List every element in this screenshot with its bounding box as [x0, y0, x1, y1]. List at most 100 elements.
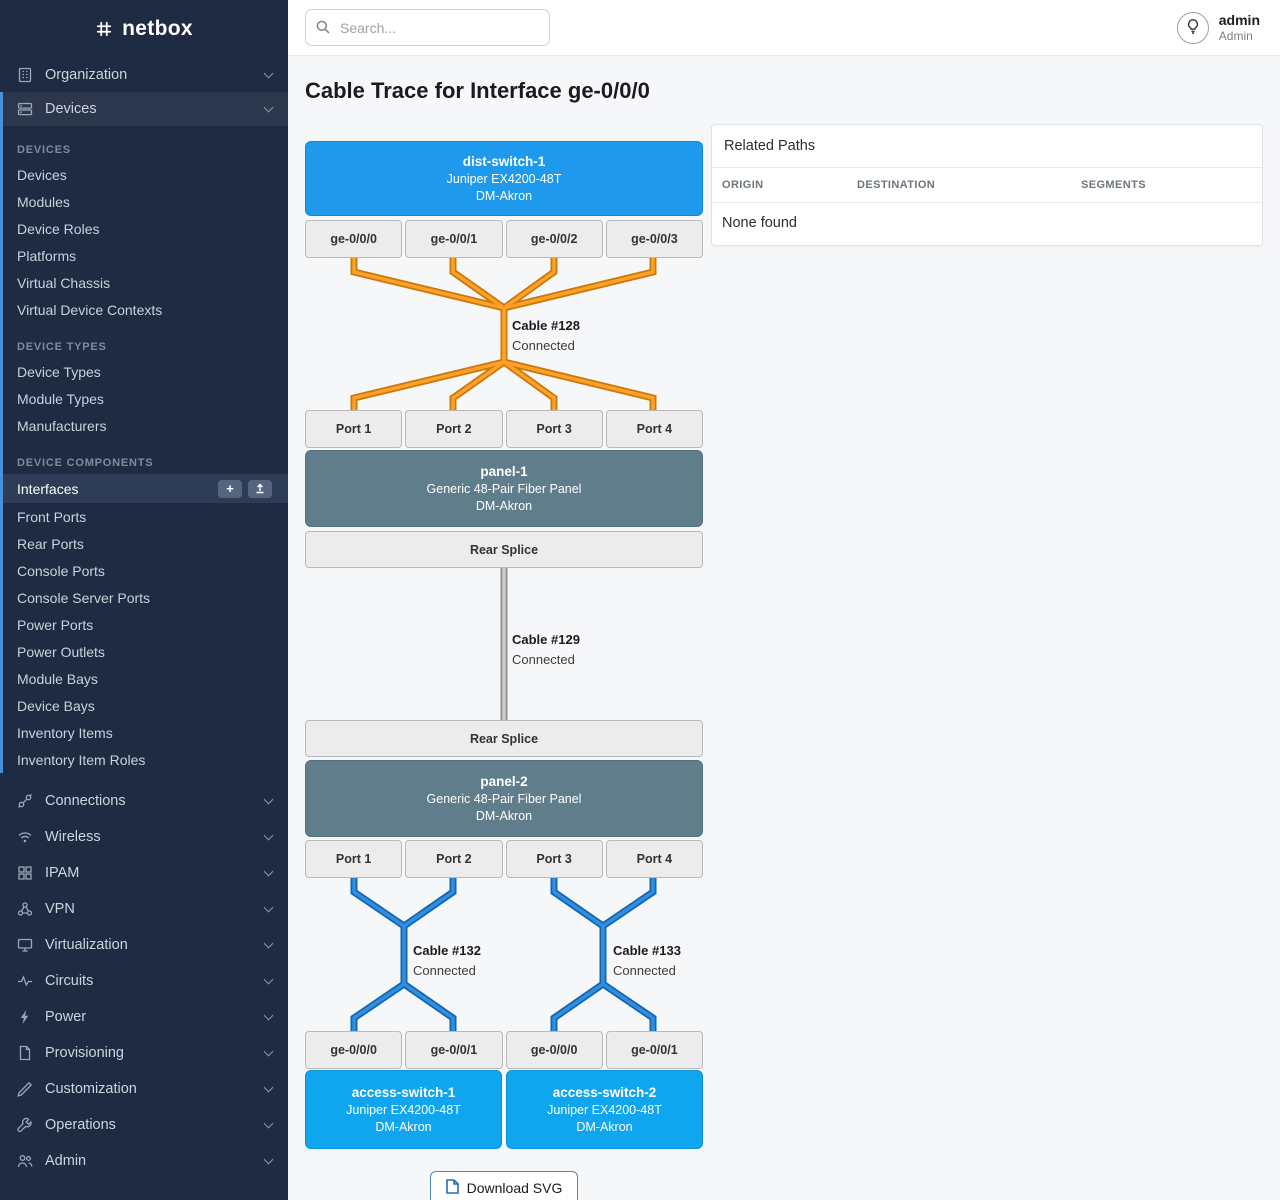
panel2-port-4[interactable]: Port 4 — [605, 840, 703, 878]
rear-splice-2[interactable]: Rear Splice — [305, 720, 703, 757]
interface-ge-0-0-2[interactable]: ge-0/0/2 — [505, 220, 603, 258]
download-svg-button[interactable]: Download SVG — [429, 1171, 579, 1200]
device-model: Juniper EX4200-48T — [346, 1103, 461, 1117]
cable-link[interactable]: Cable #133 — [613, 943, 681, 958]
related-paths-card: Related Paths ORIGIN DESTINATION SEGMENT… — [711, 124, 1263, 246]
interface-ge-0-0-0[interactable]: ge-0/0/0 — [305, 220, 403, 258]
sidebar-item-device-roles[interactable]: Device Roles — [17, 220, 100, 237]
panel1-port-2[interactable]: Port 2 — [405, 410, 503, 448]
sidebar-item-module-bays[interactable]: Module Bays — [17, 670, 98, 687]
chevron-down-icon — [263, 794, 274, 805]
cable-status: Connected — [512, 652, 575, 667]
cable-129-label: Cable #129 Connected — [512, 630, 580, 670]
sidebar-item-inventory-item-roles[interactable]: Inventory Item Roles — [17, 751, 146, 768]
panel1-port-1[interactable]: Port 1 — [305, 410, 403, 448]
access1-interface-ge-0-0-0[interactable]: ge-0/0/0 — [305, 1031, 403, 1069]
pulse-icon — [16, 972, 34, 990]
sidebar-item-device-types[interactable]: Device Types — [17, 363, 101, 380]
sidebar-item-power-ports[interactable]: Power Ports — [17, 616, 94, 633]
rear-splice-1[interactable]: Rear Splice — [305, 531, 703, 568]
app-logo[interactable]: netbox — [0, 0, 288, 58]
device-model: Generic 48-Pair Fiber Panel — [426, 792, 582, 806]
interface-ge-0-0-3[interactable]: ge-0/0/3 — [605, 220, 703, 258]
sidebar-item-inventory-items[interactable]: Inventory Items — [17, 724, 113, 741]
sidebar-group-vpn[interactable]: VPN — [0, 891, 288, 927]
download-svg-label: Download SVG — [466, 1180, 563, 1196]
sidebar-group-power[interactable]: Power — [0, 999, 288, 1035]
sidebar-item-virtual-chassis[interactable]: Virtual Chassis — [17, 274, 111, 291]
sidebar-item-front-ports[interactable]: Front Ports — [17, 508, 87, 525]
device-site: DM-Akron — [475, 809, 533, 823]
access2-interface-ge-0-0-1[interactable]: ge-0/0/1 — [605, 1031, 703, 1069]
device-access-switch-1[interactable]: access-switch-1 Juniper EX4200-48T DM-Ak… — [305, 1070, 502, 1149]
access1-interface-ge-0-0-1[interactable]: ge-0/0/1 — [405, 1031, 503, 1069]
sidebar: netbox Organization Devices DEVICES Devi… — [0, 0, 288, 1200]
panel1-ports-row: Port 1 Port 2 Port 3 Port 4 — [305, 410, 703, 448]
cable-128-label: Cable #128 Connected — [512, 316, 580, 356]
search-input[interactable] — [305, 9, 550, 46]
sidebar-item-devices[interactable]: Devices — [17, 166, 67, 183]
theme-toggle-button[interactable] — [1176, 11, 1209, 44]
sidebar-item-console-ports[interactable]: Console Ports — [17, 562, 105, 579]
sidebar-group-devices[interactable]: Devices — [3, 92, 288, 126]
device-access-switch-2[interactable]: access-switch-2 Juniper EX4200-48T DM-Ak… — [506, 1070, 703, 1149]
add-button[interactable]: + — [218, 479, 242, 498]
sidebar-group-organization[interactable]: Organization — [0, 58, 288, 92]
sidebar-group-label: Connections — [45, 793, 126, 809]
panel2-port-3[interactable]: Port 3 — [505, 840, 603, 878]
sidebar-item-platforms[interactable]: Platforms — [17, 247, 77, 264]
chevron-down-icon — [263, 1082, 274, 1093]
cable-link[interactable]: Cable #132 — [413, 943, 481, 958]
panel2-port-2[interactable]: Port 2 — [405, 840, 503, 878]
device-panel-2[interactable]: panel-2 Generic 48-Pair Fiber Panel DM-A… — [305, 760, 703, 837]
chevron-down-icon — [263, 1154, 274, 1165]
cable-status: Connected — [613, 963, 676, 978]
sidebar-item-interfaces[interactable]: Interfaces + — [3, 474, 288, 503]
sidebar-item-rear-ports[interactable]: Rear Ports — [17, 535, 84, 552]
user-area: admin Admin — [1176, 11, 1260, 44]
sidebar-group-label: Customization — [45, 1081, 137, 1097]
app-logo-text: netbox — [122, 17, 193, 40]
users-icon — [16, 1152, 34, 1170]
sidebar-item-virtual-device-contexts[interactable]: Virtual Device Contexts — [17, 301, 163, 318]
sidebar-group-customization[interactable]: Customization — [0, 1071, 288, 1107]
sidebar-group-ipam[interactable]: IPAM — [0, 855, 288, 891]
sidebar-group-wireless[interactable]: Wireless — [0, 819, 288, 855]
device-dist-switch-1[interactable]: dist-switch-1 Juniper EX4200-48T DM-Akro… — [305, 141, 703, 216]
sidebar-group-label: Devices — [45, 101, 97, 117]
chevron-down-icon — [263, 102, 274, 113]
sidebar-group-label: Wireless — [45, 829, 101, 845]
sidebar-devices-expanded: Devices DEVICES Devices Modules Device R… — [0, 92, 288, 773]
sidebar-group-virtualization[interactable]: Virtualization — [0, 927, 288, 963]
device-model: Generic 48-Pair Fiber Panel — [426, 482, 582, 496]
user-menu[interactable]: admin Admin — [1219, 12, 1260, 43]
content: Cable Trace for Interface ge-0/0/0 dist-… — [288, 56, 1280, 1200]
panel2-port-1[interactable]: Port 1 — [305, 840, 403, 878]
column-header-segments: SEGMENTS — [1081, 179, 1146, 191]
cable-link[interactable]: Cable #128 — [512, 318, 580, 333]
sidebar-groups-bottom: Connections Wireless IPAM VPN Virtualiza — [0, 783, 288, 1179]
sidebar-item-power-outlets[interactable]: Power Outlets — [17, 643, 105, 660]
sidebar-group-provisioning[interactable]: Provisioning — [0, 1035, 288, 1071]
chevron-down-icon — [263, 68, 274, 79]
sidebar-group-label: Power — [45, 1009, 87, 1025]
sidebar-group-label: Provisioning — [45, 1045, 124, 1061]
sidebar-item-modules[interactable]: Modules — [17, 193, 70, 210]
access2-interface-ge-0-0-0[interactable]: ge-0/0/0 — [505, 1031, 603, 1069]
sidebar-group-operations[interactable]: Operations — [0, 1107, 288, 1143]
sidebar-item-module-types[interactable]: Module Types — [17, 390, 104, 407]
import-button[interactable] — [248, 479, 272, 498]
sidebar-group-circuits[interactable]: Circuits — [0, 963, 288, 999]
sidebar-item-device-bays[interactable]: Device Bays — [17, 697, 95, 714]
sidebar-group-connections[interactable]: Connections — [0, 783, 288, 819]
panel1-port-3[interactable]: Port 3 — [505, 410, 603, 448]
panel1-port-4[interactable]: Port 4 — [605, 410, 703, 448]
device-panel-1[interactable]: panel-1 Generic 48-Pair Fiber Panel DM-A… — [305, 450, 703, 527]
interface-ge-0-0-1[interactable]: ge-0/0/1 — [405, 220, 503, 258]
sidebar-group-label: Circuits — [45, 973, 94, 989]
sidebar-item-manufacturers[interactable]: Manufacturers — [17, 417, 107, 434]
sidebar-group-admin[interactable]: Admin — [0, 1143, 288, 1179]
cable-link[interactable]: Cable #129 — [512, 632, 580, 647]
sidebar-item-console-server-ports[interactable]: Console Server Ports — [17, 589, 151, 606]
user-role: Admin — [1218, 28, 1253, 43]
